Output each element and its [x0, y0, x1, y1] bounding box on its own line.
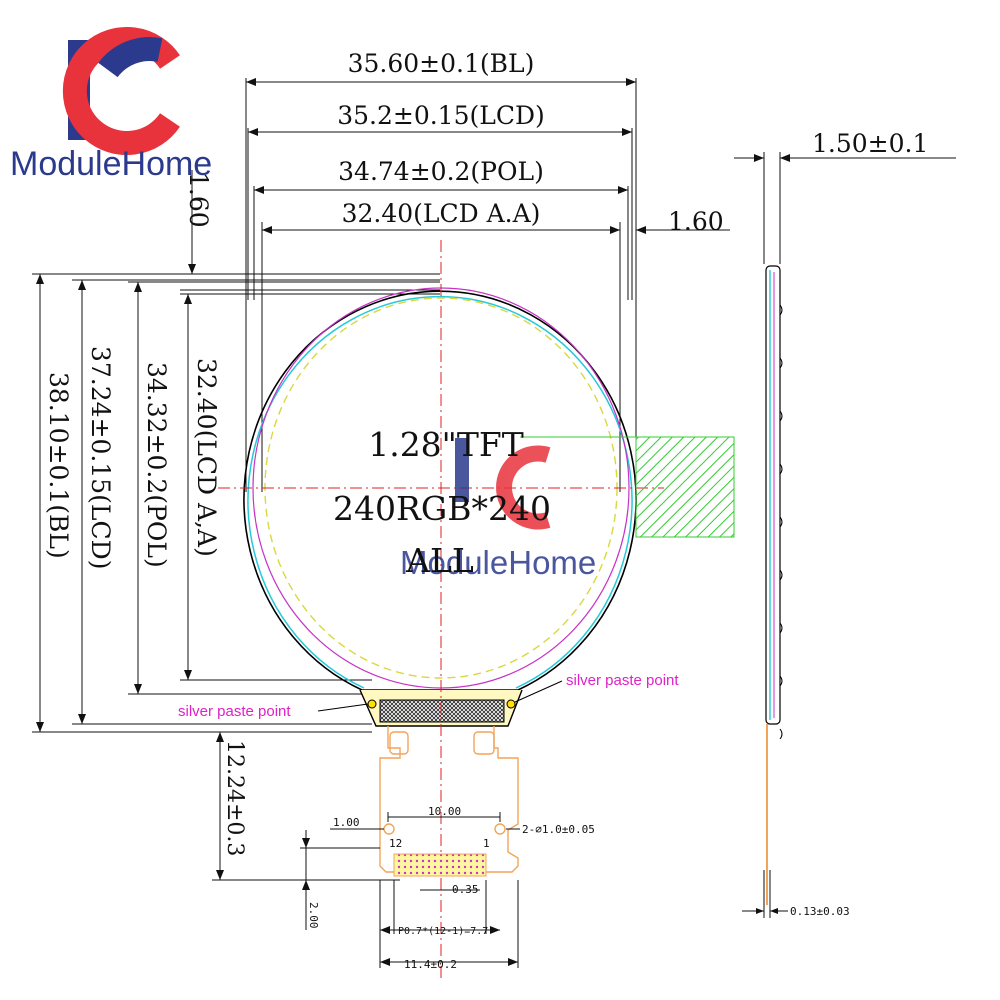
dim-offset-right: 1.60: [668, 207, 724, 236]
note-silver-left: silver paste point: [178, 703, 291, 720]
side-bump: [779, 304, 783, 316]
dim-lcd-width: 35.2±0.15(LCD): [337, 101, 545, 130]
side-bump: [779, 675, 783, 687]
side-arrow-r: [780, 154, 790, 162]
side-bump: [779, 357, 783, 369]
side-bump: [779, 410, 783, 422]
logo-c-blue: [98, 37, 163, 78]
dim-thickness: 1.50±0.1: [812, 129, 928, 158]
height-arrows: [36, 274, 192, 732]
dim-aa-height: 32.40(LCD A,A): [192, 358, 221, 557]
dim-lcd-height: 37.24±0.15(LCD): [86, 346, 115, 569]
dim-bl-width: 35.60±0.1(BL): [348, 49, 535, 78]
dim-tail: 2.00: [307, 902, 320, 929]
dim-pol-height: 34.32±0.2(POL): [142, 362, 171, 568]
note-leader-right: [514, 680, 563, 703]
note-leader-left: [317, 703, 369, 712]
logo-brand: ModuleHome: [10, 145, 212, 183]
dim-pin-span: 10.00: [428, 805, 461, 818]
pin-label-first: 1: [483, 837, 490, 850]
center-line2: 240RGB*240: [333, 489, 551, 528]
side-bump: [779, 728, 783, 740]
side-dims: [734, 152, 956, 918]
dim-pin-width: 0.35: [452, 883, 479, 896]
lcd-outline: [247, 295, 633, 689]
watermark-brand: ModuleHome: [400, 544, 596, 581]
dim-fpc-length: 12.24±0.3: [222, 740, 247, 856]
dim-pol-width: 34.74±0.2(POL): [338, 157, 544, 186]
side-bump: [779, 622, 783, 634]
watermark-c: [496, 445, 551, 530]
dim-aa-width: 32.40(LCD A.A): [342, 199, 541, 228]
bl-outline: [243, 290, 637, 691]
center-line1: 1.28"TFT: [368, 425, 524, 464]
side-view: 1.50±0.1 0.13±0.03: [734, 129, 956, 918]
ic-mesh: [379, 699, 505, 723]
width-arrows: [246, 78, 646, 234]
width-dimensions: [245, 78, 730, 492]
fpc: [379, 726, 519, 873]
dim-pitch: P0.7*(12-1)=7.7: [398, 926, 488, 937]
offset-arrow: [188, 264, 196, 274]
pin-label-last: 12: [389, 837, 402, 850]
note-silver-right: silver paste point: [566, 672, 679, 689]
side-bump: [779, 516, 783, 528]
logo: ModuleHome: [10, 27, 212, 183]
fpc-arrows: [216, 732, 518, 966]
silver-dot-left: [367, 699, 377, 709]
side-arrow-fr: [770, 908, 778, 914]
hatch-box: [635, 436, 735, 538]
center-watermark: ModuleHome: [400, 438, 596, 581]
dim-bl-height: 38.10±0.1(BL): [44, 372, 73, 559]
silver-dot-right: [506, 699, 516, 709]
center-line3: ALL: [405, 541, 474, 580]
height-dimensions: [32, 273, 440, 733]
watermark-i: [455, 438, 469, 502]
side-bump: [779, 569, 783, 581]
side-arrow-fl: [756, 908, 764, 914]
side-arrow-l: [754, 154, 764, 162]
side-bump: [779, 463, 783, 475]
dim-offset-left: 1.60: [184, 172, 213, 228]
side-panel: [765, 265, 781, 725]
dim-fpc-thickness: 0.13±0.03: [790, 905, 850, 918]
dim-pin-offset: 1.00: [333, 816, 360, 829]
dim-fpc-width: 11.4±0.2: [404, 958, 457, 971]
fpc-pads: [393, 853, 487, 877]
dim-holes: 2-⌀1.0±0.05: [522, 823, 595, 836]
